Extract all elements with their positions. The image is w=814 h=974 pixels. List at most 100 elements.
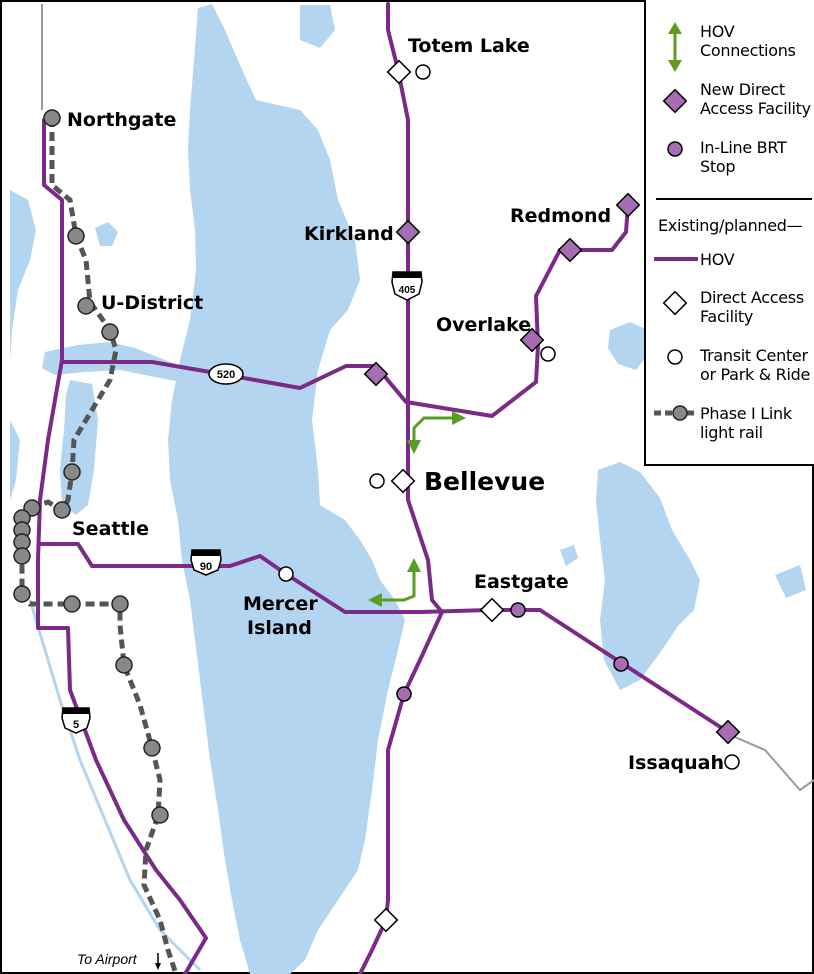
direct-access-south-405 (373, 907, 399, 933)
direct-access-bellevue (390, 468, 416, 494)
brt-stop-i90-east (613, 656, 629, 672)
inline-brt-stops (396, 602, 629, 702)
label-issaquah: Issaquah (628, 752, 724, 774)
boundary-line-east (729, 734, 814, 792)
label-northgate: Northgate (67, 109, 176, 131)
place-labels: Totem Lake Northgate Kirkland Redmond U-… (67, 35, 724, 970)
new-direct-access-legend-icon (662, 88, 688, 114)
station-stadium (13, 547, 31, 565)
green-lake (95, 222, 118, 246)
hov-connections-legend-icon (668, 22, 682, 72)
i5-shield-label: 5 (73, 719, 79, 731)
i90-shield: 90 (190, 549, 222, 576)
direct-access-totem-lake (386, 59, 412, 85)
station-roosevelt (67, 227, 85, 245)
legend-inline-brt: In-Line BRT Stop (700, 138, 787, 176)
new-direct-access-redmond (615, 192, 641, 218)
lake-sammamish (596, 462, 700, 690)
label-mercer-island-line2: Island (247, 617, 312, 639)
station-northgate (43, 109, 61, 127)
station-columbia-city (115, 656, 133, 674)
transit-center-issaquah (724, 754, 740, 770)
station-othello (143, 739, 161, 757)
label-mercer-island-line1: Mercer (243, 593, 318, 615)
lake-washington (168, 4, 405, 974)
new-direct-access-redmond-2 (557, 237, 583, 263)
hov-connection-520 (412, 416, 452, 442)
puget-sound-west (10, 190, 36, 360)
label-kirkland: Kirkland (304, 223, 394, 245)
hov-connection-i90 (382, 570, 416, 602)
label-seattle: Seattle (72, 518, 149, 540)
new-direct-access-overlake (519, 327, 545, 353)
i5-route (36, 118, 208, 974)
sr520-shield: 520 (208, 363, 244, 385)
station-beacon-hill (63, 595, 81, 613)
new-direct-access-kirkland (395, 219, 421, 245)
hov-legend-icon (654, 257, 698, 261)
transit-center-overlake (540, 346, 556, 362)
direct-access-facilities (373, 59, 505, 933)
new-direct-access-facilities (363, 192, 741, 745)
small-lake-northwest (300, 5, 335, 48)
legend-direct-access: Direct Access Facility (700, 288, 804, 326)
label-bellevue: Bellevue (424, 467, 545, 496)
highway-shields: 405 520 90 5 (61, 271, 423, 734)
label-u-district: U-District (101, 292, 203, 314)
i405-shield: 405 (391, 271, 423, 301)
label-overlake: Overlake (436, 314, 531, 336)
station-rainier-beach (151, 806, 169, 824)
brt-stop-405-south (396, 686, 412, 702)
legend-panel: HOV Connections New Direct Access Facili… (644, 0, 814, 466)
direct-access-eastgate (479, 597, 505, 623)
transit-center-bellevue (369, 473, 385, 489)
small-lake-overlake (608, 322, 650, 370)
transit-center-totem-lake (415, 64, 431, 80)
brt-stop-eastgate (510, 602, 526, 618)
legend-new-direct-access: New Direct Access Facility (700, 80, 811, 118)
i405-route (358, 2, 444, 974)
arrowhead-icon (407, 440, 421, 454)
station-capitol-hill (63, 463, 81, 481)
arrowhead-icon (452, 411, 466, 425)
pond-east (775, 565, 806, 598)
i5-shield: 5 (61, 707, 91, 734)
pond-bellevue (560, 545, 578, 566)
station-u-district (77, 297, 95, 315)
new-direct-access-issaquah (715, 719, 741, 745)
transit-center-mercer-island (278, 566, 294, 582)
transit-center-legend-icon (667, 349, 683, 365)
label-totem-lake: Totem Lake (408, 35, 530, 57)
hov-connection-arrows (368, 411, 466, 607)
legend-existing-planned: Existing/planned— (658, 216, 803, 235)
duwamish-river (28, 599, 202, 972)
sr520-shield-label: 520 (217, 369, 235, 381)
puget-sound-south (10, 420, 20, 500)
legend-hov: HOV (700, 250, 735, 269)
station-sodo (13, 585, 31, 603)
legend-hov-connections: HOV Connections (700, 22, 796, 60)
transit-centers (278, 64, 740, 770)
lake-union-body (60, 380, 98, 515)
i405-shield-label: 405 (399, 285, 416, 296)
inline-brt-legend-icon (667, 141, 683, 157)
legend-link-rail: Phase I Link light rail (700, 404, 792, 442)
station-husky (101, 323, 119, 341)
label-eastgate: Eastgate (474, 571, 569, 593)
label-redmond: Redmond (510, 205, 611, 227)
legend-transit-center: Transit Center or Park & Ride (700, 346, 811, 384)
station-mount-baker (111, 595, 129, 613)
label-to-airport: To Airport (77, 951, 138, 967)
station-westlake-east (53, 501, 71, 519)
new-direct-access-520 (363, 361, 389, 387)
arrowhead-icon (368, 593, 382, 607)
link-stations (13, 109, 169, 824)
legend-divider (656, 198, 812, 200)
direct-access-legend-icon (662, 290, 688, 316)
link-rail-legend-icon (654, 405, 698, 421)
link-light-rail (13, 109, 179, 974)
i90-shield-label: 90 (200, 561, 212, 573)
arrowhead-icon (407, 558, 421, 572)
